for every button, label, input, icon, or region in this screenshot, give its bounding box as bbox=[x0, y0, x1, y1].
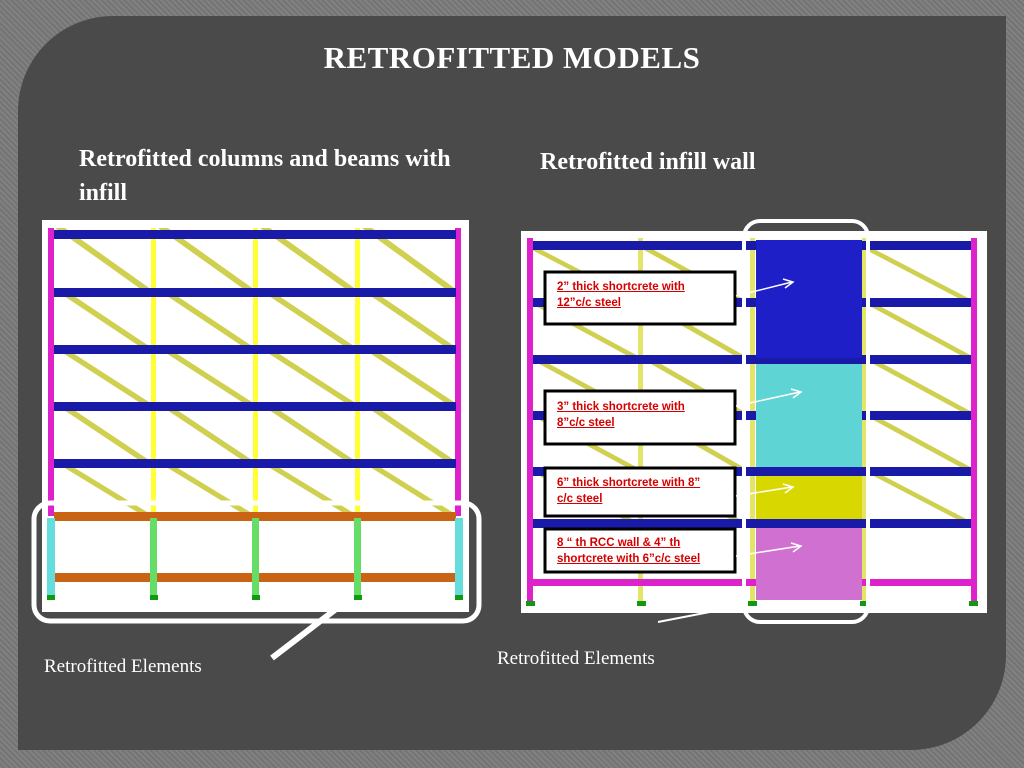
note-boxes bbox=[543, 270, 737, 574]
note-8in-rcc-wall: 8 “ th RCC wall & 4” th shortcrete with … bbox=[557, 537, 701, 565]
wall-3in-shortcrete bbox=[756, 364, 862, 467]
left-columns bbox=[48, 228, 461, 516]
note-3in-shortcrete: 3” thick shortcrete with 8”c/c steel bbox=[557, 401, 685, 429]
wall-8in-rcc bbox=[756, 528, 862, 600]
note-2in-shortcrete: 2” thick shortcrete with 12”c/c steel bbox=[557, 281, 685, 309]
right-caption: Retrofitted Elements bbox=[497, 648, 655, 669]
note-arrows bbox=[735, 278, 803, 557]
wall-6in-shortcrete bbox=[756, 476, 862, 519]
right-supports bbox=[526, 601, 978, 606]
left-beams bbox=[54, 230, 456, 468]
left-pointer-line bbox=[270, 603, 342, 661]
right-frame-model bbox=[521, 219, 987, 624]
right-retrofit-highlight bbox=[742, 219, 870, 624]
left-retrofit-highlight bbox=[31, 500, 482, 624]
wall-2in-shortcrete bbox=[756, 240, 862, 358]
left-retrofit-storey bbox=[47, 512, 463, 600]
left-frame-model bbox=[31, 220, 482, 661]
right-infill-walls bbox=[756, 240, 862, 600]
slide-title: RETROFITTED MODELS bbox=[323, 40, 701, 75]
right-beams bbox=[533, 241, 971, 586]
left-caption: Retrofitted Elements bbox=[44, 656, 202, 677]
right-pointer-line bbox=[657, 604, 747, 623]
left-model-heading: Retrofitted columns and beams with infil… bbox=[79, 146, 451, 206]
note-6in-shortcrete: 6” thick shortcrete with 8” c/c steel bbox=[557, 477, 701, 505]
right-model-heading: Retrofitted infill wall bbox=[540, 149, 756, 175]
